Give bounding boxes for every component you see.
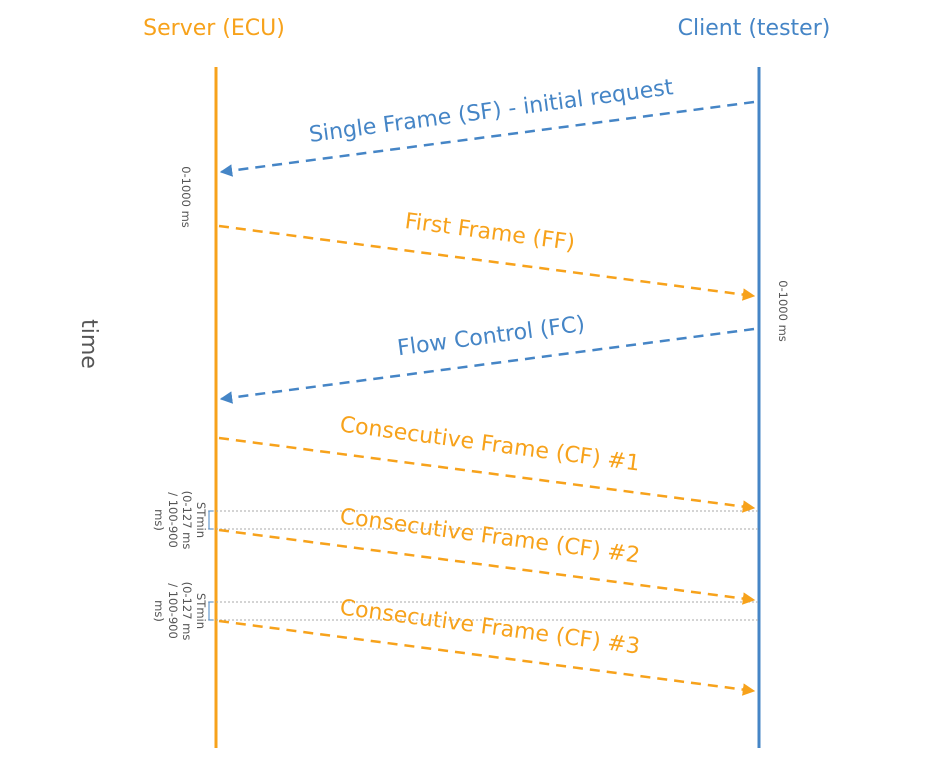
stmin-note-line: (0-127 ms: [180, 491, 194, 550]
arrow-flow-control: [219, 327, 755, 404]
stmin-note-line: / 100-900: [166, 583, 180, 639]
client-wait-note: 0-1000 ms: [776, 280, 790, 342]
arrow-single-frame: [219, 100, 755, 177]
stmin-bracket: [208, 601, 213, 621]
stmin-note-line: STmin: [194, 593, 208, 629]
label-consecutive-frame-2: Consecutive Frame (CF) #2: [338, 504, 641, 568]
arrow-consecutive-frame-3: [218, 619, 756, 696]
arrow-consecutive-frame-2: [218, 528, 756, 605]
stmin-bracket: [208, 510, 213, 530]
label-first-frame: First Frame (FF): [403, 209, 576, 256]
server-wait-note: 0-1000 ms: [179, 166, 193, 228]
label-flow-control: Flow Control (FC): [396, 312, 587, 361]
label-consecutive-frame-3: Consecutive Frame (CF) #3: [338, 595, 641, 659]
time-axis-label: time: [76, 319, 101, 369]
arrow-consecutive-frame-1: [218, 436, 756, 513]
stmin-note-line: ms): [152, 600, 166, 622]
client-actor-label: Client (tester): [678, 16, 831, 41]
arrow-first-frame: [218, 224, 756, 301]
stmin-note-line: STmin: [194, 502, 208, 538]
stmin-note-line: ms): [152, 509, 166, 531]
stmin-note-line: (0-127 ms: [180, 582, 194, 641]
server-actor-label: Server (ECU): [143, 16, 285, 41]
label-consecutive-frame-1: Consecutive Frame (CF) #1: [338, 412, 641, 476]
stmin-note-line: / 100-900: [166, 492, 180, 548]
